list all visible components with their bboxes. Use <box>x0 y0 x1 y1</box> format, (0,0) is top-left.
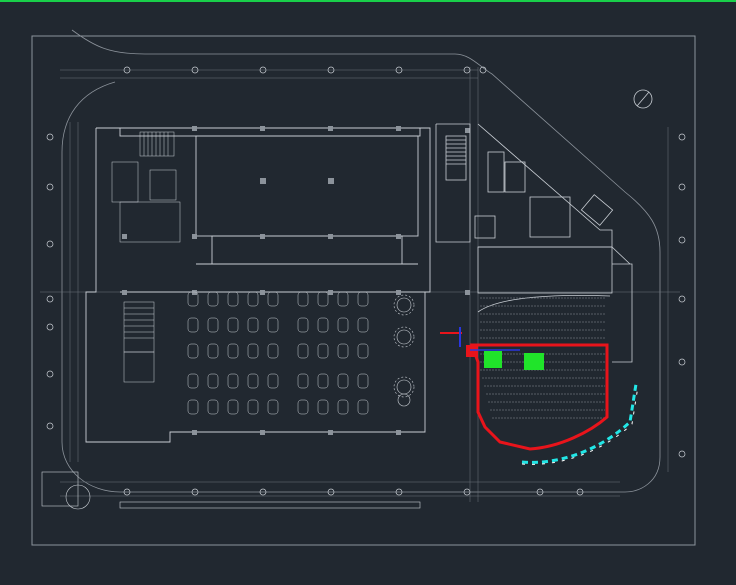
dining-table <box>297 291 309 307</box>
dining-table <box>187 343 199 359</box>
dining-table <box>337 373 349 389</box>
highlight-red-zone <box>440 332 609 451</box>
dining-table <box>227 317 239 333</box>
axis-bubbles-right <box>678 133 686 458</box>
dining-table <box>337 291 349 307</box>
dining-table <box>317 399 329 415</box>
site-boundary <box>61 29 661 493</box>
dining-table <box>247 317 259 333</box>
highlight-cyan-arc <box>521 383 638 464</box>
dining-table <box>357 373 369 389</box>
dining-table <box>337 343 349 359</box>
axis-bubbles-top <box>123 66 487 74</box>
north-arrow-icon <box>633 89 653 109</box>
dining-table <box>207 399 219 415</box>
dining-table-grid <box>187 291 369 415</box>
dining-table <box>297 343 309 359</box>
dining-table <box>267 343 279 359</box>
dining-table <box>297 373 309 389</box>
dining-table <box>187 373 199 389</box>
dining-table <box>227 373 239 389</box>
dining-table <box>317 291 329 307</box>
dining-table <box>317 343 329 359</box>
grid-lines <box>40 67 680 502</box>
dining-table <box>207 373 219 389</box>
structural-columns <box>122 126 470 435</box>
stair-core-left <box>111 131 181 383</box>
dining-table <box>247 291 259 307</box>
auditorium-outline <box>477 246 633 363</box>
axis-bubbles-left <box>46 133 54 430</box>
dining-table <box>187 399 199 415</box>
dining-table <box>247 373 259 389</box>
auditorium-seating <box>480 297 605 419</box>
dining-table <box>247 399 259 415</box>
dining-table <box>337 399 349 415</box>
axis-bubbles-bottom <box>123 488 584 496</box>
dining-table <box>187 291 199 307</box>
dining-table <box>227 343 239 359</box>
dining-table <box>317 373 329 389</box>
dining-table <box>267 291 279 307</box>
round-tables <box>393 294 415 407</box>
dining-table <box>267 399 279 415</box>
dining-table <box>357 291 369 307</box>
dining-table <box>357 399 369 415</box>
dining-table <box>317 317 329 333</box>
dining-table <box>187 317 199 333</box>
detail-inset <box>41 471 421 510</box>
dining-table <box>357 317 369 333</box>
dining-table <box>357 343 369 359</box>
building-outline <box>85 127 431 443</box>
dining-table <box>227 399 239 415</box>
highlight-green-markers <box>484 351 544 370</box>
dining-table <box>207 343 219 359</box>
right-wing-outline <box>435 123 614 248</box>
dining-table <box>297 399 309 415</box>
dining-table <box>207 291 219 307</box>
dining-table <box>297 317 309 333</box>
highlight-white-arc <box>521 385 639 465</box>
dining-table <box>207 317 219 333</box>
dining-table <box>247 343 259 359</box>
sheet-border <box>31 35 696 546</box>
dining-table <box>337 317 349 333</box>
dining-table <box>227 291 239 307</box>
dining-table <box>267 373 279 389</box>
dining-table <box>267 317 279 333</box>
